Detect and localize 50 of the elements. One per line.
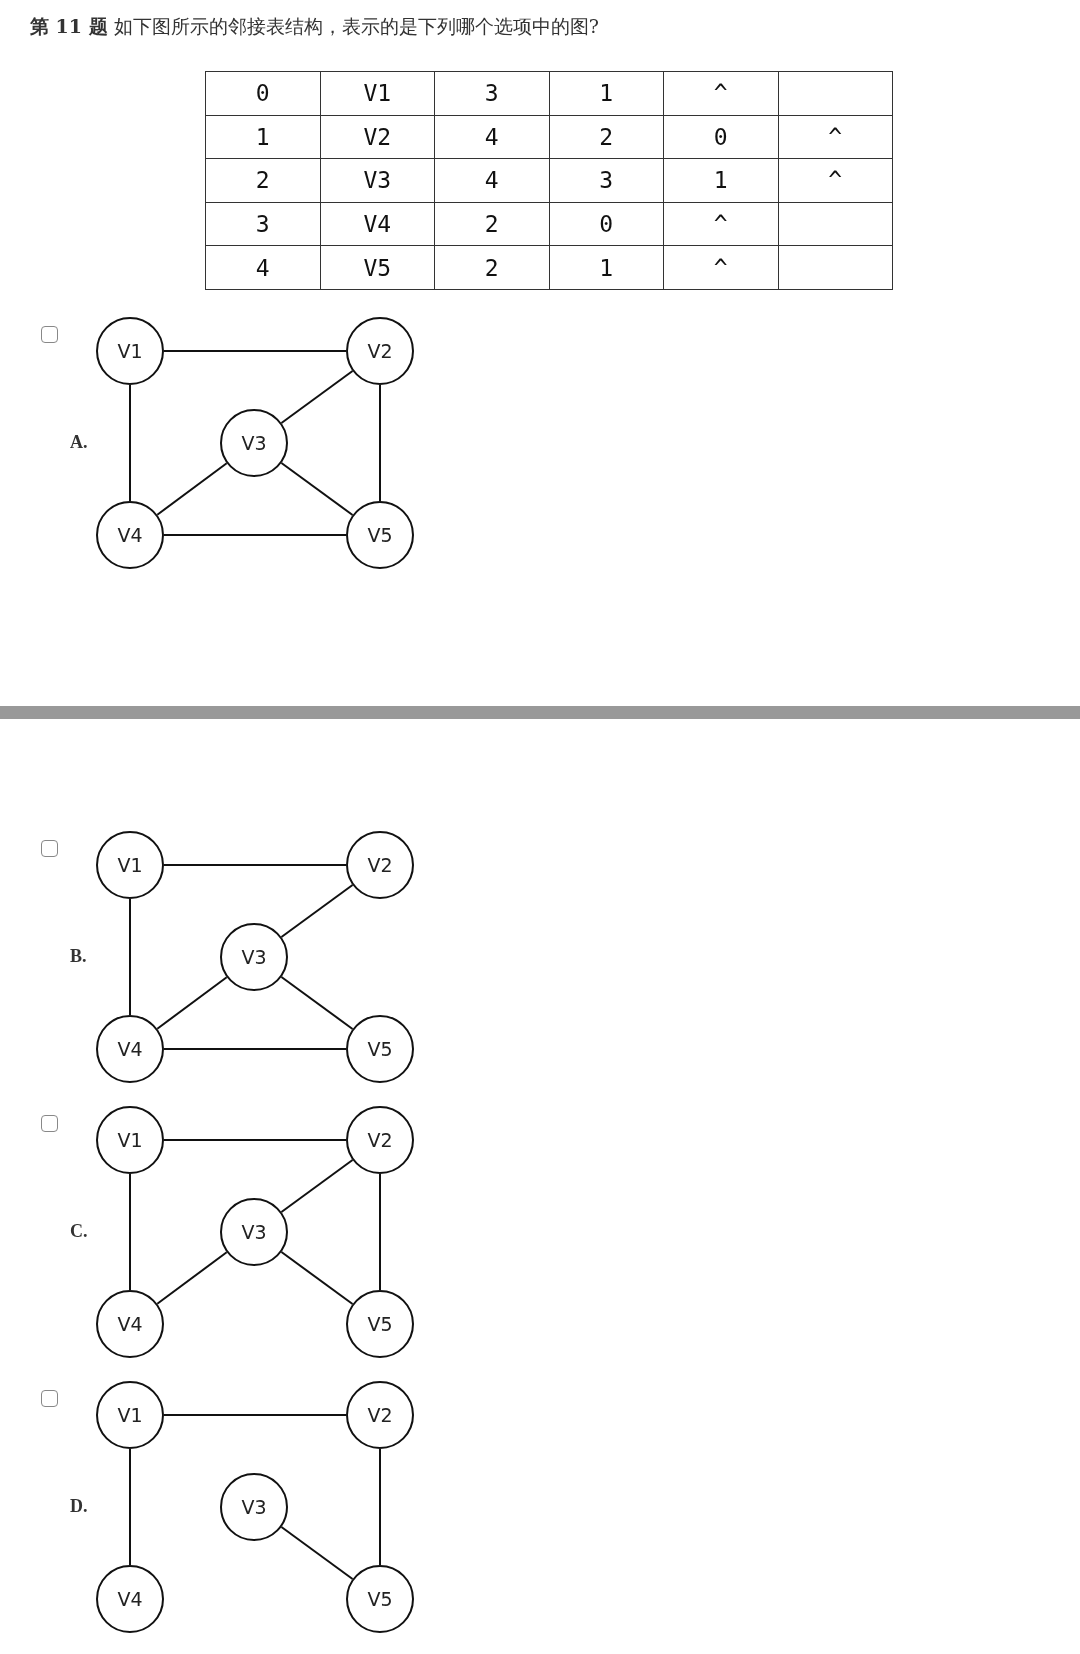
option-letter: B. — [70, 946, 87, 967]
edge-line — [379, 1173, 381, 1291]
edge-line — [163, 1048, 347, 1050]
vertex-circle: V3 — [220, 1473, 288, 1541]
table-cell: 4 — [205, 245, 321, 290]
vertex-circle: V5 — [346, 1015, 414, 1083]
edge-line — [129, 898, 131, 1016]
edge-line — [280, 1159, 354, 1213]
vertex-circle: V2 — [346, 831, 414, 899]
vertex-circle: V4 — [96, 501, 164, 569]
vertex-circle: V1 — [96, 1106, 164, 1174]
edge-line — [163, 864, 347, 866]
edge-line — [163, 1414, 347, 1416]
vertex-circle: V2 — [346, 317, 414, 385]
vertex-circle: V5 — [346, 1290, 414, 1358]
option-letter: D. — [70, 1496, 88, 1517]
edge-line — [280, 976, 354, 1030]
vertex-circle: V4 — [96, 1015, 164, 1083]
edge-line — [280, 462, 354, 516]
edge-line — [163, 534, 347, 536]
edge-line — [129, 1173, 131, 1291]
vertex-circle: V1 — [96, 317, 164, 385]
vertex-circle: V2 — [346, 1106, 414, 1174]
edge-line — [156, 976, 228, 1030]
edge-line — [280, 1251, 354, 1305]
edge-line — [163, 1139, 347, 1141]
vertex-circle: V4 — [96, 1290, 164, 1358]
table-cell: 0 — [205, 71, 321, 116]
edge-line — [129, 1448, 131, 1566]
option-letter: C. — [70, 1221, 88, 1242]
edge-line — [379, 1448, 381, 1566]
vertex-circle: V3 — [220, 409, 288, 477]
vertex-circle: V2 — [346, 1381, 414, 1449]
option-letter: A. — [70, 432, 88, 453]
vertex-circle: V5 — [346, 1565, 414, 1633]
vertex-circle: V5 — [346, 501, 414, 569]
edge-line — [163, 350, 347, 352]
edge-line — [280, 884, 354, 938]
vertex-circle: V3 — [220, 923, 288, 991]
vertex-circle: V3 — [220, 1198, 288, 1266]
edge-line — [280, 370, 354, 424]
vertex-circle: V4 — [96, 1565, 164, 1633]
edge-line — [280, 1526, 354, 1580]
vertex-circle: V1 — [96, 1381, 164, 1449]
edge-line — [379, 384, 381, 502]
edge-line — [156, 1251, 228, 1305]
vertex-circle: V1 — [96, 831, 164, 899]
question-text: 第 11 题 如下图所示的邻接表结构，表示的是下列哪个选项中的图? — [30, 14, 599, 39]
edge-line — [129, 384, 131, 502]
edge-line — [156, 462, 228, 516]
